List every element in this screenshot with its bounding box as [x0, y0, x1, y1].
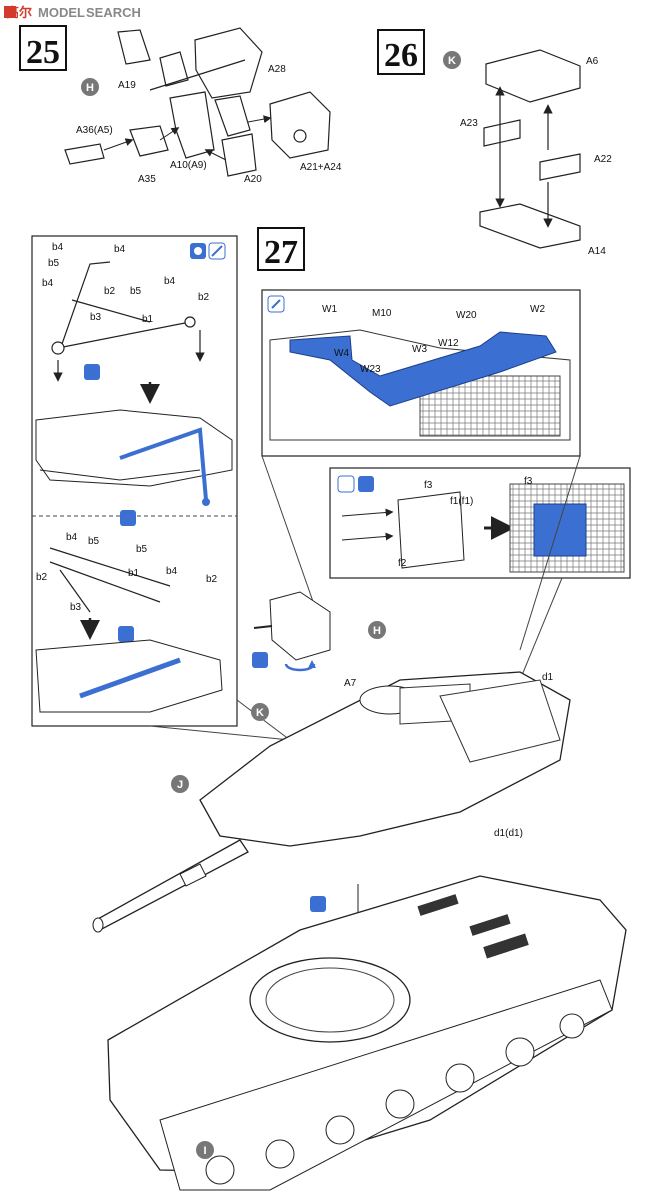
part-label: A28	[268, 64, 286, 75]
svg-text:b3: b3	[70, 602, 82, 613]
glue-icon	[252, 652, 268, 668]
svg-text:W23: W23	[360, 364, 381, 375]
glue-icon	[84, 364, 100, 380]
part-label: A36(A5)	[76, 125, 113, 136]
svg-text:W1: W1	[322, 304, 337, 315]
svg-text:b1: b1	[142, 314, 154, 325]
watermark-mid: MODEL	[38, 5, 85, 20]
svg-text:b4: b4	[52, 242, 64, 253]
part-label: A23	[460, 118, 478, 129]
svg-text:b2: b2	[104, 286, 116, 297]
part-label: A35	[138, 174, 156, 185]
svg-text:b4: b4	[114, 244, 126, 255]
part-label: A20	[244, 174, 262, 185]
svg-text:d1: d1	[542, 672, 554, 683]
svg-text:b5: b5	[48, 258, 60, 269]
svg-text:b3: b3	[90, 312, 102, 323]
rotate-icon	[284, 660, 316, 672]
svg-text:f3: f3	[524, 476, 533, 487]
callout-k: K	[251, 703, 269, 721]
svg-text:b5: b5	[136, 544, 148, 555]
fender-panel: f3 f1(f1) f2 f3	[329, 467, 631, 579]
svg-text:M10: M10	[372, 308, 392, 319]
svg-text:b5: b5	[130, 286, 142, 297]
svg-text:b4: b4	[42, 278, 54, 289]
fender-blue-panel	[533, 503, 587, 557]
svg-text:W3: W3	[412, 344, 427, 355]
watermark-left: 高尔	[6, 5, 32, 20]
step-number: 25	[26, 34, 60, 71]
machine-gun-parts	[64, 27, 331, 177]
part-label: A6	[586, 56, 599, 67]
step-26: 26 K A6 A23 A22 A14	[377, 29, 612, 257]
svg-text:K: K	[256, 707, 264, 719]
svg-text:W20: W20	[456, 310, 477, 321]
part-label: A19	[118, 80, 136, 91]
glue-icon	[310, 896, 326, 912]
glue-icon	[120, 510, 136, 526]
svg-text:b1: b1	[128, 568, 140, 579]
cement-icon	[190, 242, 226, 260]
svg-text:b4: b4	[166, 566, 178, 577]
callout-k-badge: K	[443, 51, 461, 69]
callout-j: J	[171, 775, 189, 793]
svg-text:b2: b2	[206, 574, 218, 585]
svg-text:f1(f1): f1(f1)	[450, 496, 473, 507]
watermark: 高尔 MODEL SEARCH	[4, 5, 141, 20]
part-label: A10(A9)	[170, 160, 207, 171]
step-25: 25 H A19 A28 A36(A5) A35 A1	[19, 25, 342, 185]
part-label: A21+A24	[300, 162, 342, 173]
svg-text:b4: b4	[66, 532, 78, 543]
svg-text:d1(d1): d1(d1)	[494, 828, 523, 839]
glue-icon	[337, 475, 355, 493]
callout-i: I	[196, 1141, 214, 1159]
svg-text:b2: b2	[198, 292, 210, 303]
watermark-right: SEARCH	[86, 5, 141, 20]
svg-text:I: I	[203, 1145, 206, 1157]
svg-text:A7: A7	[344, 678, 357, 689]
svg-text:f3: f3	[424, 480, 433, 491]
svg-text:W12: W12	[438, 338, 459, 349]
glue-icon	[118, 626, 134, 642]
blue-stowage-rails	[289, 331, 557, 407]
callout-h: H	[368, 621, 386, 639]
part-label: A22	[594, 154, 612, 165]
step-27: 27	[257, 227, 305, 271]
svg-text:J: J	[177, 779, 183, 791]
svg-text:b4: b4	[164, 276, 176, 287]
tank-main-assembly: H A7 K J d1 d1(d1)	[92, 591, 627, 1191]
cement-icon	[358, 476, 374, 492]
tow-cable-panel: b4 b4 b5 b2 b4 b5 b4 b2 b3 b1 b4 b5 b5 b…	[31, 235, 238, 727]
svg-text:H: H	[373, 625, 381, 637]
hatch-parts	[479, 49, 581, 249]
step-number: 27	[264, 234, 298, 271]
part-label: A14	[588, 246, 606, 257]
step-number: 26	[384, 37, 418, 74]
svg-text:b5: b5	[88, 536, 100, 547]
svg-text:W2: W2	[530, 304, 545, 315]
svg-text:W4: W4	[334, 348, 349, 359]
svg-text:b2: b2	[36, 572, 48, 583]
stowage-panel: W1 M10 W20 W2 W4 W3 W12 W23	[261, 289, 581, 457]
svg-text:H: H	[86, 82, 94, 94]
callout-h-badge: H	[81, 78, 99, 96]
svg-text:f2: f2	[398, 558, 407, 569]
svg-text:K: K	[448, 55, 456, 67]
